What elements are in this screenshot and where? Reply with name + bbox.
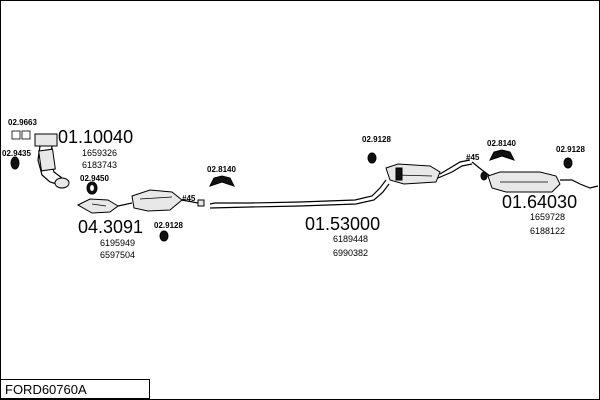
ring-hole <box>90 185 94 191</box>
front-downpipe-left <box>37 145 61 186</box>
gasket-icon <box>21 130 31 140</box>
rear-clamp <box>480 171 488 181</box>
ring-icon <box>563 157 573 169</box>
cat-flex-line <box>91 203 107 207</box>
gasket-icon <box>11 130 21 140</box>
middle-pipe-lower <box>209 183 390 209</box>
ring-02-9435: 02.9435 <box>2 149 31 170</box>
middle-silencer-assembly: #45 <box>209 153 480 209</box>
rear-ref-1: 1659728 <box>530 212 565 222</box>
middle-part-number: 01.53000 <box>305 214 380 234</box>
cat-note: #45 <box>182 194 196 203</box>
cat-ref-1: 6195949 <box>100 238 135 248</box>
middle-pipe-upper <box>209 179 387 205</box>
ring-02-9128-rear: 02.9128 <box>556 145 585 169</box>
middle-ref-1: 6189448 <box>333 234 368 244</box>
accessory-label: 02.9450 <box>80 174 109 183</box>
front-ref-2: 6183743 <box>82 160 117 170</box>
ring-icon <box>367 152 377 164</box>
front-pipe-flange <box>54 177 70 189</box>
ring-02-9128-cat: 02.9128 <box>154 221 183 242</box>
diagram-title: FORD60760A <box>5 382 87 397</box>
accessory-label: 02.8140 <box>207 165 236 174</box>
gasket-02-9663: 02.9663 <box>8 118 37 140</box>
manifold-flange <box>34 133 58 147</box>
cat-ref-2: 6597504 <box>100 250 135 260</box>
ring-icon <box>10 156 20 170</box>
ring-icon <box>159 230 169 242</box>
middle-note: #45 <box>466 153 480 162</box>
ring-02-9128-middle: 02.9128 <box>362 135 391 164</box>
rear-tailpipe <box>560 179 599 189</box>
accessory-label: 02.9128 <box>362 135 391 144</box>
accessory-label: 02.8140 <box>487 139 516 148</box>
cat-flex-pipe <box>76 198 119 214</box>
hanger-icon <box>209 175 235 187</box>
front-part-number: 01.10040 <box>58 127 133 147</box>
middle-outlet-lower <box>437 163 473 179</box>
rear-ref-2: 6188122 <box>530 226 565 236</box>
hanger-icon <box>489 149 515 161</box>
cat-outlet-flange <box>197 199 205 207</box>
catalytic-converter-assembly: #45 <box>76 189 205 214</box>
silencer-clamp <box>395 167 403 181</box>
cat-part-number: 04.3091 <box>78 217 143 237</box>
ring-02-9450: 02.9450 <box>80 174 109 195</box>
front-converter-small <box>38 148 56 172</box>
accessory-label: 02.9435 <box>2 149 31 158</box>
cat-body-line <box>139 196 173 200</box>
accessory-label: 02.9663 <box>8 118 37 127</box>
cat-outlet-pipe <box>181 199 199 204</box>
accessory-label: 02.9128 <box>154 221 183 230</box>
cat-inlet-pipe <box>117 202 133 207</box>
accessory-label: 02.9128 <box>556 145 585 154</box>
middle-ref-2: 6990382 <box>333 248 368 258</box>
rear-silencer-assembly <box>471 161 599 193</box>
hanger-02-8140-rear: 02.8140 <box>487 139 516 161</box>
rear-part-number: 01.64030 <box>502 192 577 212</box>
middle-outlet-upper <box>439 159 471 175</box>
front-pipe-assembly <box>34 133 70 189</box>
middle-silencer <box>385 163 441 185</box>
catalytic-converter <box>131 189 183 212</box>
front-ref-1: 1659326 <box>82 148 117 158</box>
hanger-02-8140-cat: 02.8140 <box>207 165 236 187</box>
rear-inlet-pipe <box>471 161 491 177</box>
title-box: FORD60760A <box>0 379 150 399</box>
